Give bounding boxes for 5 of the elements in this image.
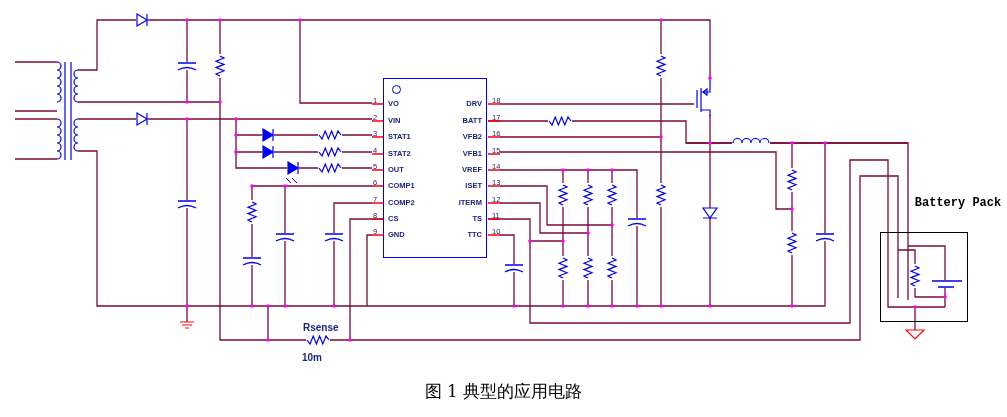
component-label: 10m (302, 352, 322, 363)
battery-pack-heading: Battery Pack (914, 196, 1002, 210)
wire (349, 175, 899, 341)
component-label: Rsense (303, 322, 339, 333)
figure-caption: 图 1 典型的应用电路 (423, 380, 584, 403)
